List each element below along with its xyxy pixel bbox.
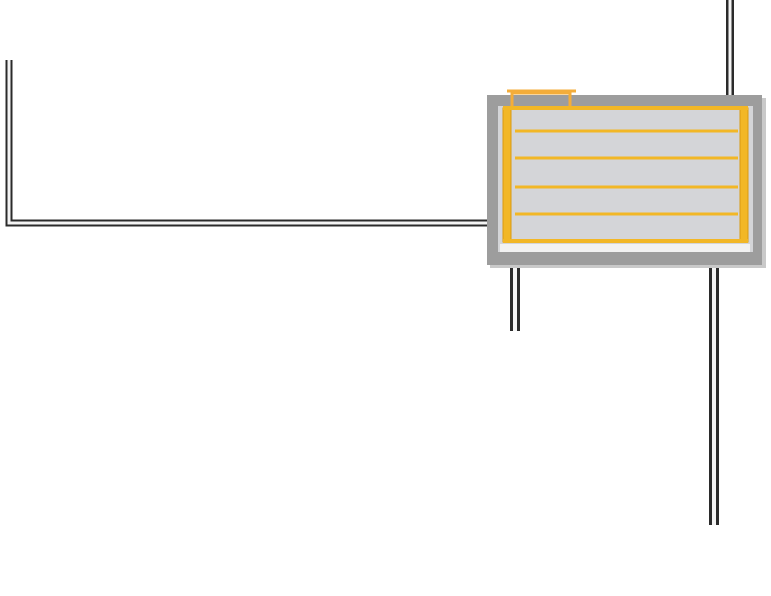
coil [502, 106, 749, 243]
tank [487, 89, 766, 268]
coil-top-rail [503, 106, 748, 110]
coil-right-rail [739, 107, 749, 243]
tank-interior [498, 106, 753, 252]
pipe-left-inlet [5, 60, 492, 227]
tank-bottom-strip [500, 244, 750, 252]
tank-handle [507, 89, 576, 106]
coil-left-rail [502, 107, 512, 243]
coil-bottom-rail [503, 239, 748, 243]
